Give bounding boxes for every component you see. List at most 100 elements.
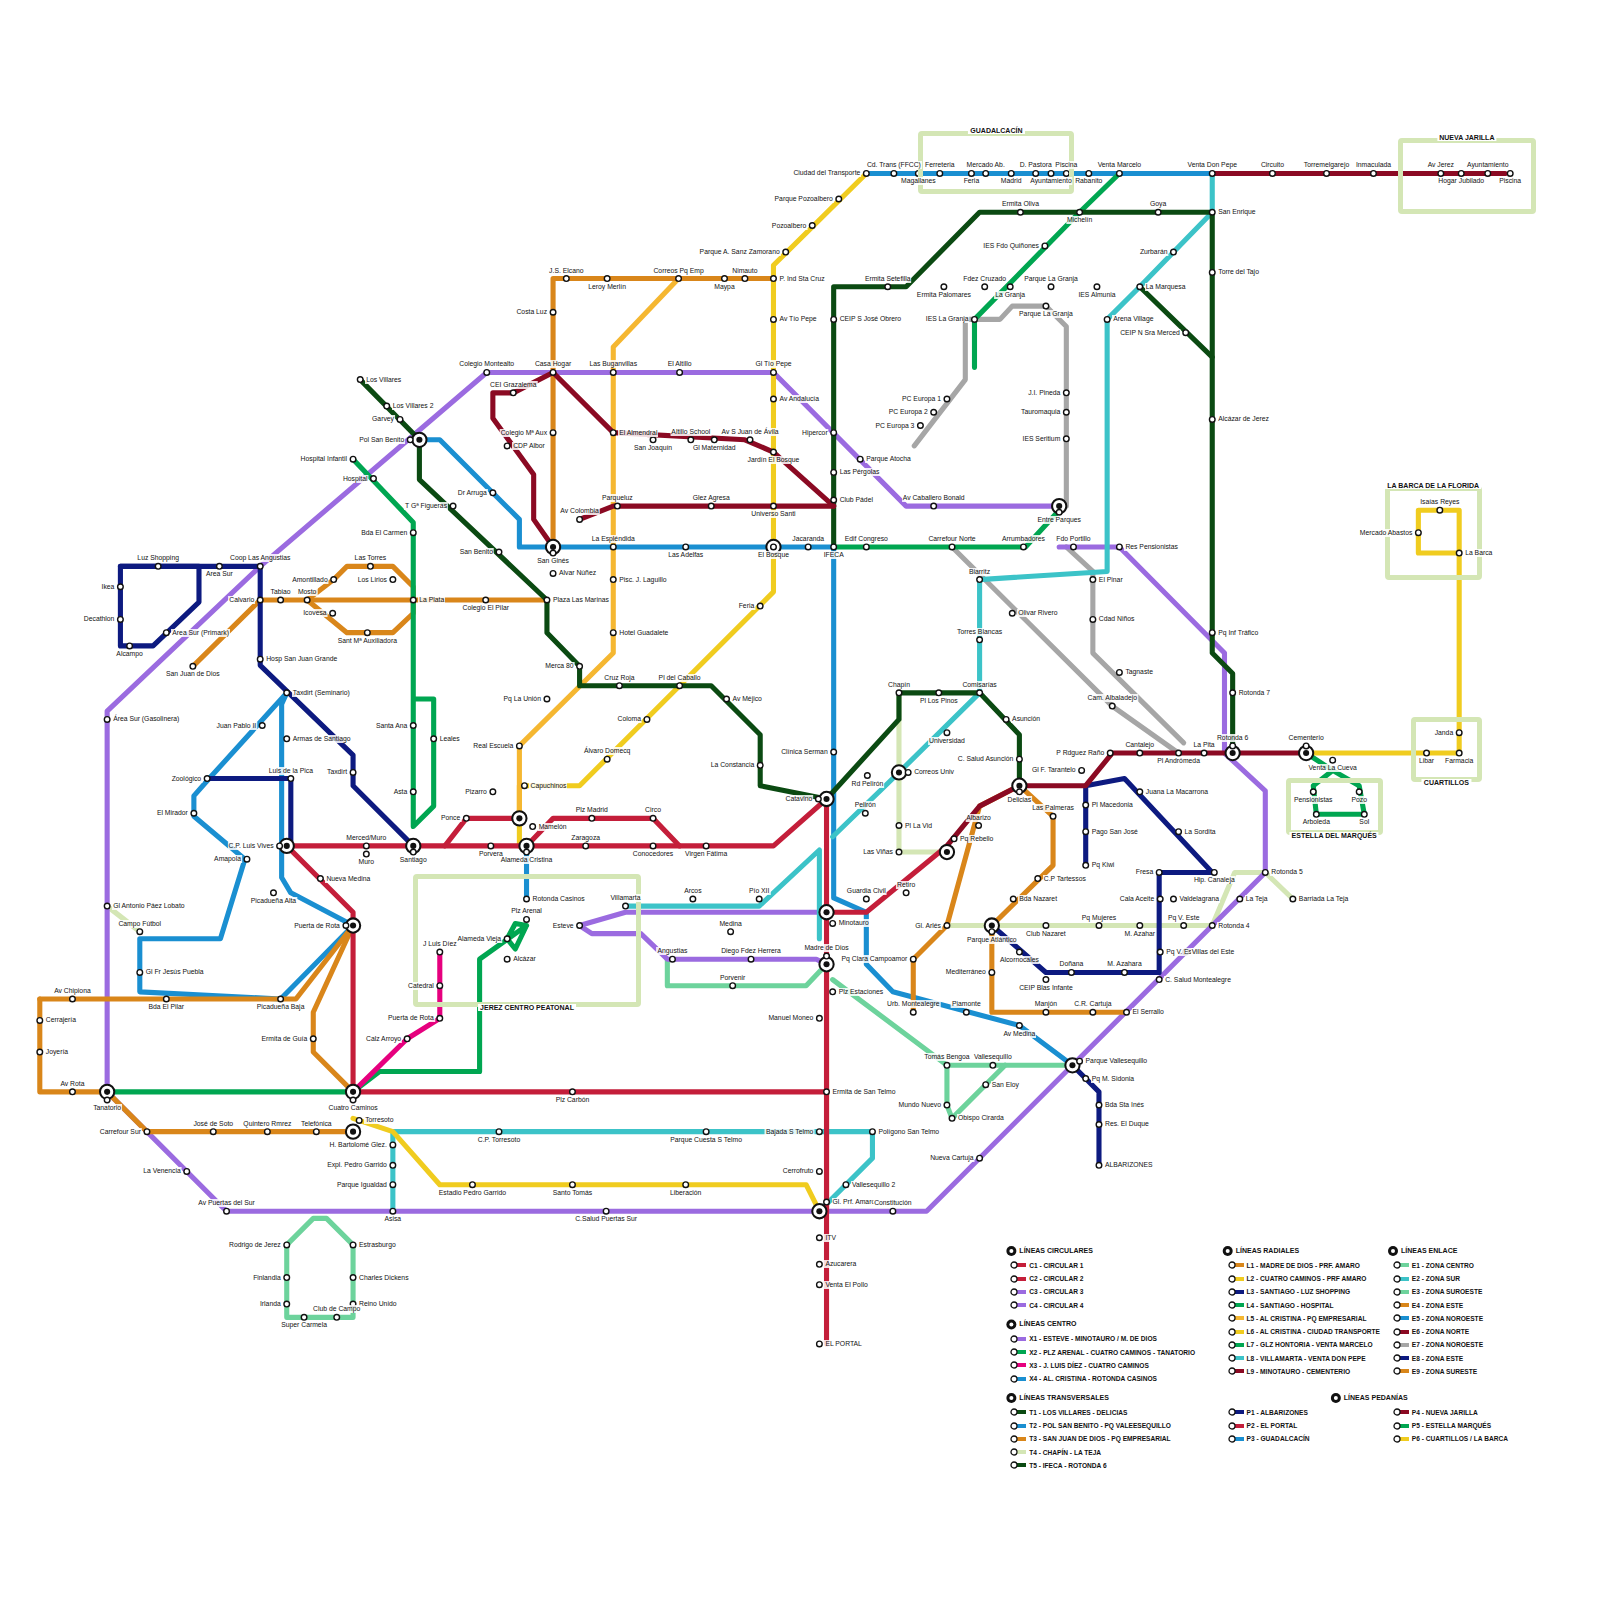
station-dot [1083, 829, 1089, 835]
station-name: Las Buganvillas [588, 360, 638, 368]
swatch-ring [1229, 1262, 1235, 1268]
station-name: Gl Tío Pepe [754, 360, 792, 368]
station-dot [1485, 171, 1491, 177]
station-name: Garvey [371, 415, 395, 423]
station-name: Res. El Duque [1104, 1120, 1150, 1128]
swatch-ring [1011, 1302, 1017, 1308]
station-name: Vallesequillo 2 [851, 1181, 896, 1189]
legend-text: P4 - NUEVA JARILLA [1412, 1409, 1478, 1416]
station-name: Pizarro [464, 788, 488, 796]
station-dot [1090, 577, 1096, 583]
legend-row: L7 - GLZ HONTORIA - VENTA MARCELO [1228, 1340, 1373, 1350]
station-name: Correos Univ [913, 768, 955, 776]
legend-text: T2 - POL SAN BENITO - PQ VALEESEQUILLO [1029, 1422, 1171, 1429]
legend-swatch [1228, 1327, 1244, 1337]
station-name: Hospital Infantil [300, 455, 348, 463]
station-dot [191, 810, 197, 816]
station-dot [969, 171, 975, 177]
interchange-core [1016, 783, 1022, 789]
legend-swatch [1228, 1274, 1244, 1284]
legend-swatch [1010, 1334, 1026, 1344]
station-name: Hotel Guadalete [618, 629, 669, 637]
station-dot [724, 696, 730, 702]
interchange-ring [412, 433, 426, 447]
station-name: Rotonda 5 [1270, 868, 1303, 876]
swatch-ring [1229, 1423, 1235, 1429]
station-name: Arena Village [1112, 315, 1154, 323]
station-dot [1050, 814, 1056, 820]
station-dot [570, 1089, 576, 1095]
station-name: Av Medina [1002, 1030, 1036, 1038]
interchange-core [823, 909, 829, 915]
station-name: Cuatro Caminos [327, 1104, 378, 1112]
legend-swatch [1393, 1300, 1409, 1310]
station-name: La Granja [994, 291, 1026, 299]
station-name: Liberación [669, 1189, 702, 1197]
legend-text: E4 - ZONA ESTE [1412, 1302, 1463, 1309]
station-name: Sol [1358, 818, 1370, 826]
station-dot [650, 843, 656, 849]
legend-heading: LÍNEAS ENLACE [1400, 1247, 1458, 1255]
station-name: Av Tío Pepe [778, 315, 817, 323]
interchange-core [816, 1208, 822, 1214]
station-dot [757, 603, 763, 609]
station-dot [831, 317, 837, 323]
station-name: C. Salud Asunción [957, 755, 1015, 763]
station-name: Nimauto [731, 267, 758, 275]
station-name: Area Sur [205, 570, 234, 578]
legend-swatch [1010, 1300, 1026, 1310]
legend-row: P3 - GUADALCACÍN [1228, 1434, 1310, 1444]
station-name: Polígono San Telmo [877, 1128, 940, 1136]
station-dot [1270, 171, 1276, 177]
station-dot [470, 1182, 476, 1188]
station-name: Biarritz [968, 568, 991, 576]
legend-row: E1 - ZONA CENTRO [1393, 1260, 1474, 1270]
route-line [833, 980, 1073, 1066]
station-name: Av Colombia [559, 507, 599, 515]
station-name: Calz Arroyo [365, 1035, 402, 1043]
route-line [834, 212, 1233, 753]
legend-swatch [1228, 1407, 1244, 1417]
station-dot [610, 577, 616, 583]
station-name: Av Chipiona [53, 987, 92, 995]
station-dot [864, 896, 870, 902]
station-name: Alameda Vieja [456, 935, 502, 943]
station-name: Parque Atocha [865, 455, 912, 463]
station-name: Arcos [683, 887, 702, 895]
station-name: Cdad Niños [1098, 615, 1136, 623]
station-name: Pensionistas [1293, 796, 1334, 804]
route-line [107, 1089, 353, 1094]
station-dot [896, 823, 902, 829]
station-name: Azucarera [824, 1260, 857, 1268]
station-dot [350, 1097, 356, 1103]
station-dot [824, 1199, 830, 1205]
station-dot [703, 1129, 709, 1135]
station-dot [604, 276, 610, 282]
station-dot [577, 664, 583, 670]
legend-row: L5 - AL CRISTINA - PQ EMPRESARIAL [1228, 1313, 1367, 1323]
legend-swatch [1393, 1274, 1409, 1284]
station-name: Cala Aceite [1119, 895, 1155, 903]
station-dot [550, 550, 556, 556]
station-name: Rotonda 4 [1217, 922, 1250, 930]
station-name: J.I. Pineda [1027, 389, 1061, 397]
station-name: Altillo School [670, 428, 711, 436]
station-dot [1211, 870, 1217, 876]
station-dot [831, 497, 837, 503]
station-dot [350, 770, 356, 776]
station-name: Guardia Civil [846, 887, 887, 895]
station-dot [1314, 811, 1320, 817]
station-dot [368, 564, 374, 570]
station-dot [949, 544, 955, 550]
station-name: Pq Clara Campoamor [841, 955, 909, 963]
legend-text: E3 - ZONA SUROESTE [1412, 1288, 1482, 1295]
station-dot [1137, 923, 1143, 929]
station-dot [771, 503, 777, 509]
station-dot [1048, 171, 1054, 177]
station-name: J.S. Elcano [548, 267, 584, 275]
station-name: Porvenir [719, 974, 746, 982]
station-dot [410, 723, 416, 729]
station-dot [364, 843, 370, 849]
station-dot [918, 423, 924, 429]
station-dot [490, 789, 496, 795]
